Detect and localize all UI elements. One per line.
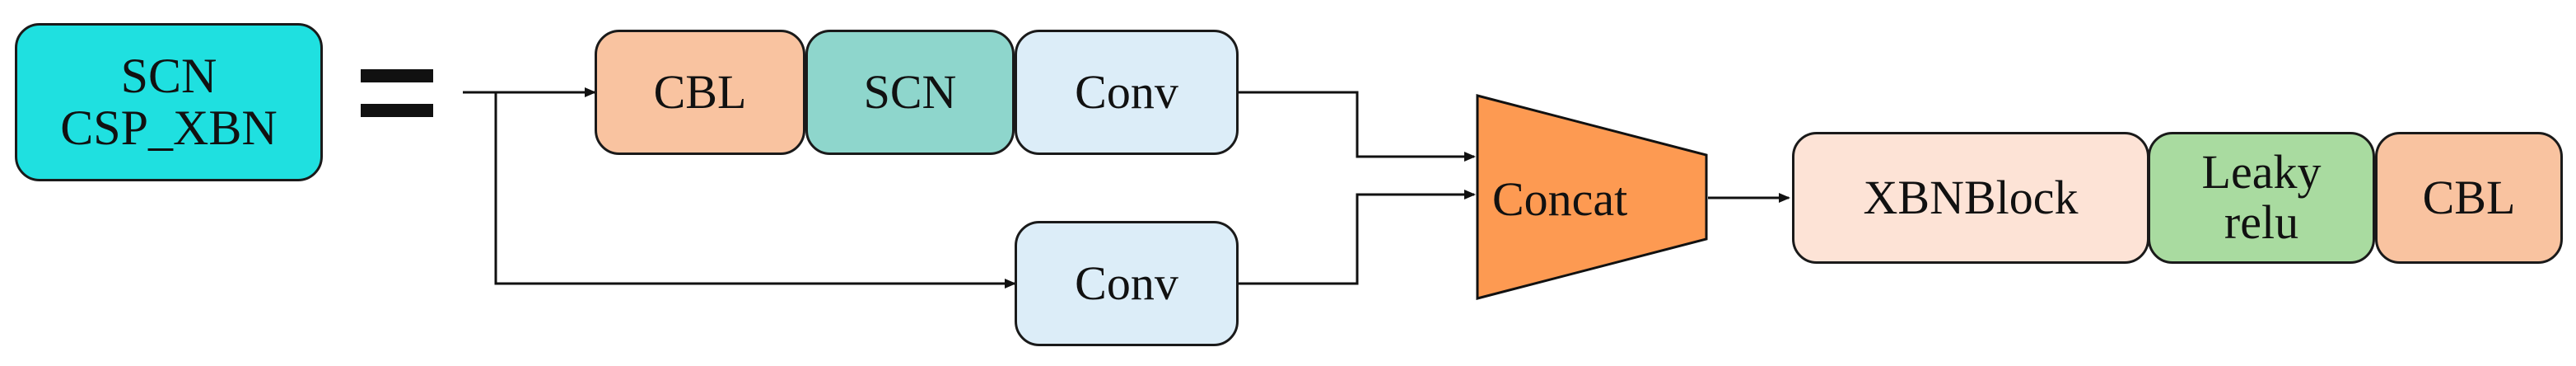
xbnblock-block: XBNBlock — [1792, 132, 2149, 264]
scn-csp-xbn-block: SCN CSP_XBN — [15, 23, 323, 181]
bottom-conv-to-concat-arrow — [1239, 190, 1476, 285]
leaky-label: Leaky — [2201, 145, 2322, 199]
conv-top-label: Conv — [1075, 64, 1178, 119]
conv-bottom-label: Conv — [1075, 256, 1178, 310]
input-to-bottom-conv-arrow — [494, 92, 1016, 289]
xbnblock-label: XBNBlock — [1863, 170, 2079, 224]
scn-block: SCN — [805, 30, 1015, 155]
relu-label: relu — [2224, 195, 2299, 249]
concat-label: Concat — [1492, 172, 1628, 226]
scn-label: SCN — [863, 64, 957, 119]
cbl-block-output: CBL — [2375, 132, 2563, 264]
scn-title-line2: CSP_XBN — [60, 101, 278, 155]
concat-block — [1476, 94, 1708, 300]
conv-block-bottom: Conv — [1015, 221, 1239, 346]
leaky-relu-block: Leaky relu — [2148, 132, 2375, 264]
top-conv-to-concat-arrow — [1239, 91, 1476, 162]
cbl-output-label: CBL — [2422, 170, 2516, 224]
cbl-label: CBL — [653, 64, 747, 119]
conv-block-top: Conv — [1015, 30, 1239, 155]
cbl-block-top: CBL — [595, 30, 805, 155]
scn-title-line1: SCN — [120, 49, 217, 103]
equals-sign — [361, 69, 433, 117]
